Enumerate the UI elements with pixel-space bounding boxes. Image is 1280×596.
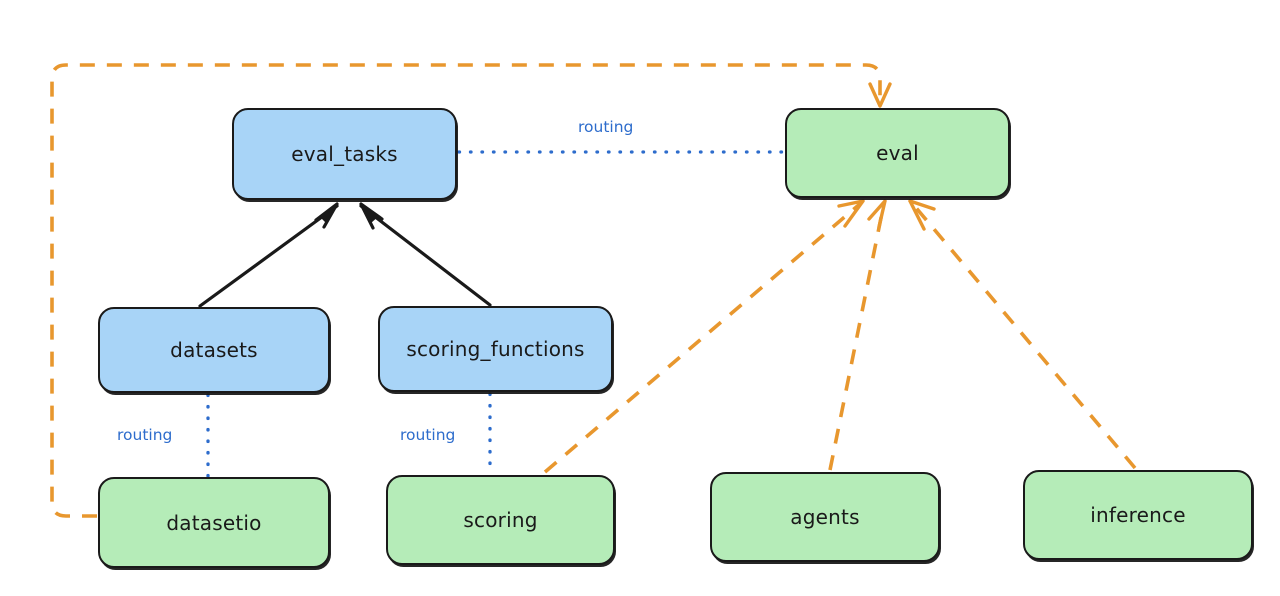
node-label: eval bbox=[876, 141, 919, 165]
node-agents[interactable]: agents bbox=[710, 472, 940, 562]
node-scoring[interactable]: scoring bbox=[386, 475, 615, 565]
node-eval[interactable]: eval bbox=[785, 108, 1010, 198]
node-label: datasetio bbox=[166, 510, 262, 535]
edge-label-routing-eval-tasks-eval: routing bbox=[578, 118, 634, 136]
edge-agents-to-eval-dependency bbox=[828, 199, 887, 471]
node-datasets[interactable]: datasets bbox=[98, 307, 330, 393]
node-label: inference bbox=[1090, 503, 1186, 527]
node-datasetio[interactable]: datasetio bbox=[98, 477, 330, 568]
node-eval-tasks[interactable]: eval_tasks bbox=[232, 108, 457, 200]
edge-datasets-to-eval-tasks bbox=[198, 202, 339, 308]
node-label: agents bbox=[790, 505, 860, 529]
node-label: scoring bbox=[463, 508, 538, 532]
node-label: datasets bbox=[170, 338, 258, 362]
edge-scoring-functions-to-eval-tasks bbox=[359, 202, 492, 307]
edge-inference-to-eval-dependency bbox=[908, 199, 1137, 470]
node-scoring-functions[interactable]: scoring_functions bbox=[378, 306, 613, 392]
edge-datasetio-to-eval-dependency bbox=[50, 63, 892, 518]
edge-scoring-to-eval-dependency bbox=[543, 199, 865, 474]
node-inference[interactable]: inference bbox=[1023, 470, 1253, 560]
edge-label-routing-datasets-datasetio: routing bbox=[117, 426, 173, 444]
edge-label-routing-scoring-functions-scoring: routing bbox=[400, 426, 456, 444]
node-label: eval_tasks bbox=[291, 142, 398, 166]
node-label: scoring_functions bbox=[406, 337, 585, 361]
